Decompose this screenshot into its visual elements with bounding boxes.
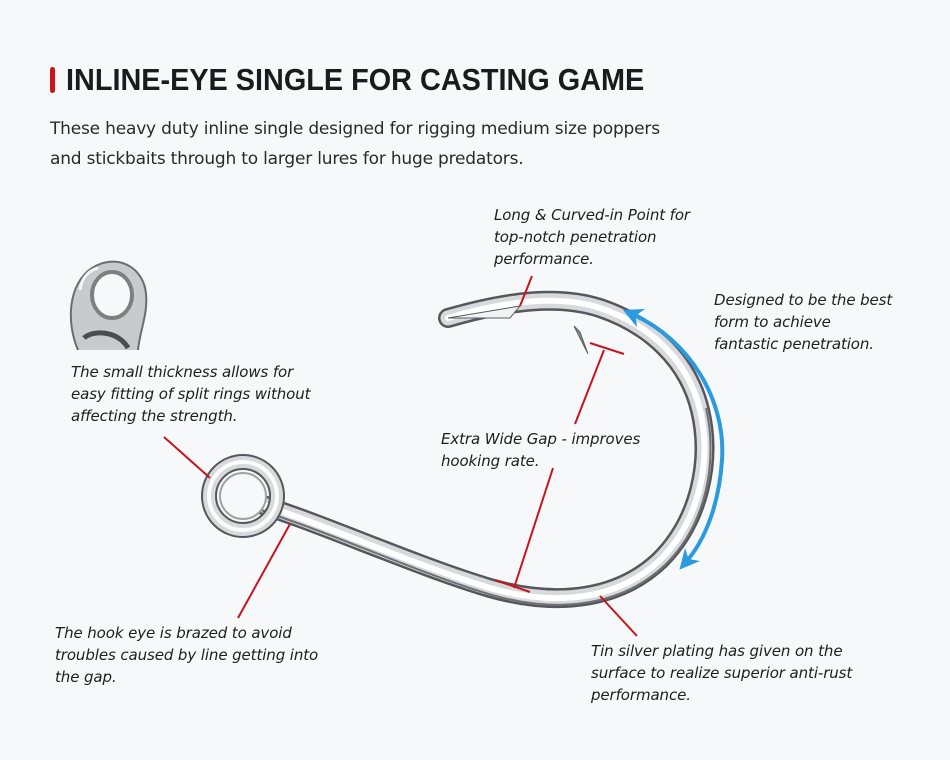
callout-eye: The hook eye is brazed to avoid troubles… (55, 622, 318, 688)
callout-line: performance. (591, 686, 691, 704)
callout-thickness: The small thickness allows for easy fitt… (71, 361, 311, 427)
callout-line: hooking rate. (441, 452, 540, 470)
eye-closeup-image (69, 260, 148, 351)
callout-point: Long & Curved-in Point for top-notch pen… (494, 204, 690, 270)
curve-arrow (622, 308, 725, 570)
callout-line: Long & Curved-in Point for (494, 206, 690, 224)
callout-plating: Tin silver plating has given on the surf… (591, 640, 852, 706)
callout-line: performance. (494, 250, 594, 268)
callout-line: troubles caused by line getting into (55, 646, 319, 664)
intro-line: and stickbaits through to larger lures f… (50, 149, 524, 169)
callout-line: form to achieve (714, 313, 831, 331)
point-leader-line (519, 275, 533, 307)
callout-line: Extra Wide Gap - improves (441, 430, 641, 448)
gap-bottom-tick (494, 579, 531, 593)
intro-line: These heavy duty inline single designed … (50, 119, 660, 139)
callout-line: easy fitting of split rings without (71, 385, 311, 403)
callout-line: Tin silver plating has given on the (591, 642, 843, 660)
gap-top-tick (589, 342, 625, 355)
callout-line: affecting the strength. (71, 407, 238, 425)
callout-gap: Extra Wide Gap - improves hooking rate. (441, 428, 640, 472)
gap-upper-line (574, 349, 605, 425)
gap-lower-line (513, 467, 554, 589)
callout-line: fantastic penetration. (714, 335, 874, 353)
page-title: INLINE-EYE SINGLE FOR CASTING GAME (66, 62, 645, 97)
callout-line: Designed to be the best (714, 291, 893, 309)
thickness-leader-line (163, 436, 211, 479)
callout-line: the gap. (55, 668, 117, 686)
callout-form: Designed to be the best form to achieve … (714, 289, 892, 355)
callout-line: surface to realize superior anti-rust (591, 664, 853, 682)
callout-line: top-notch penetration (494, 228, 657, 246)
callout-line: The hook eye is brazed to avoid (55, 624, 292, 642)
intro-paragraph: These heavy duty inline single designed … (50, 114, 660, 174)
title-accent-bar (50, 67, 55, 93)
eye-leader-line (237, 523, 291, 619)
callout-line: The small thickness allows for (71, 363, 294, 381)
page-heading: INLINE-EYE SINGLE FOR CASTING GAME (50, 62, 688, 98)
plating-leader-line (599, 595, 638, 637)
